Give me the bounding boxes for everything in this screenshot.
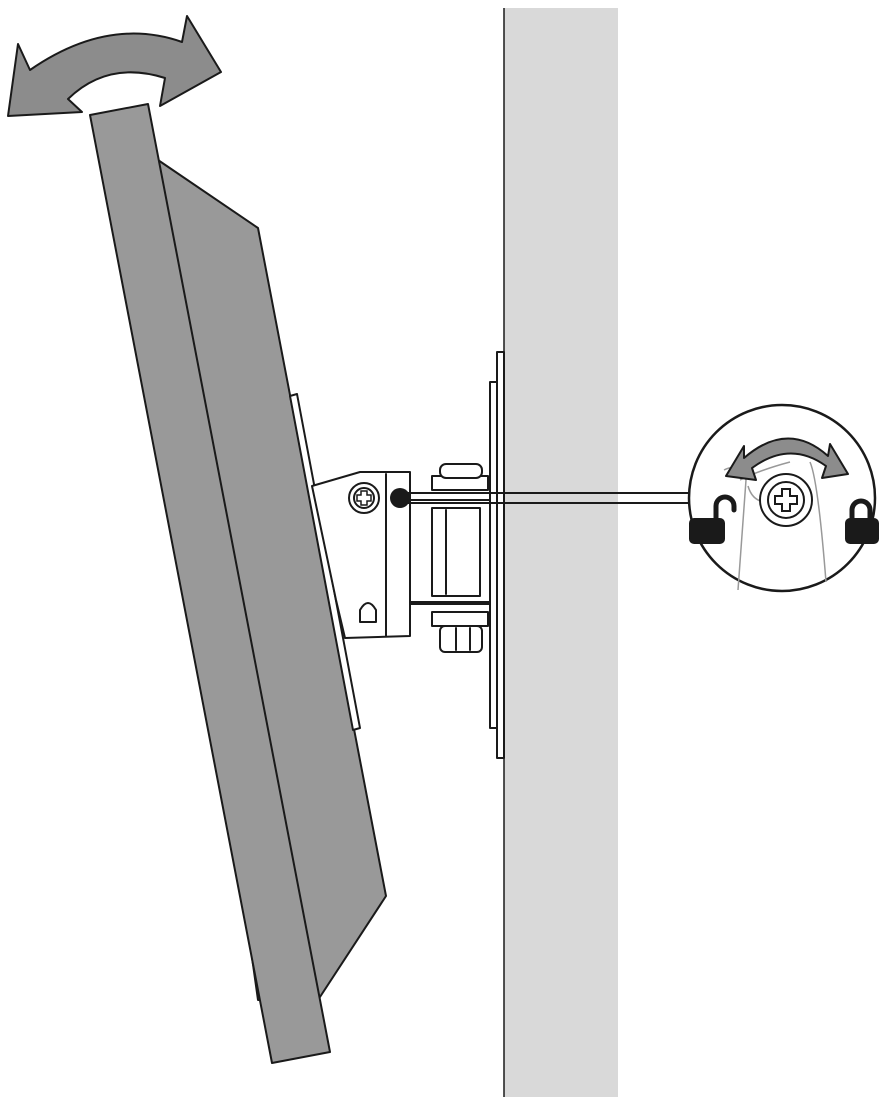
screw-icon	[348, 482, 380, 514]
hinge-block	[409, 463, 491, 653]
lock-detail-callout	[687, 403, 877, 593]
unlocked-padlock-icon	[689, 494, 737, 544]
wall-plate	[489, 351, 505, 759]
tv-mount-plate	[289, 393, 361, 731]
wall	[504, 8, 618, 1097]
tilt-bracket	[311, 471, 411, 639]
callout-screw-icon	[759, 473, 813, 527]
tv-screen-panel	[89, 103, 331, 1064]
adjust-arrow-icon	[725, 437, 849, 481]
locked-padlock-icon	[845, 498, 879, 544]
tilt-arrow-icon	[7, 15, 222, 117]
pivot-point	[390, 488, 410, 508]
